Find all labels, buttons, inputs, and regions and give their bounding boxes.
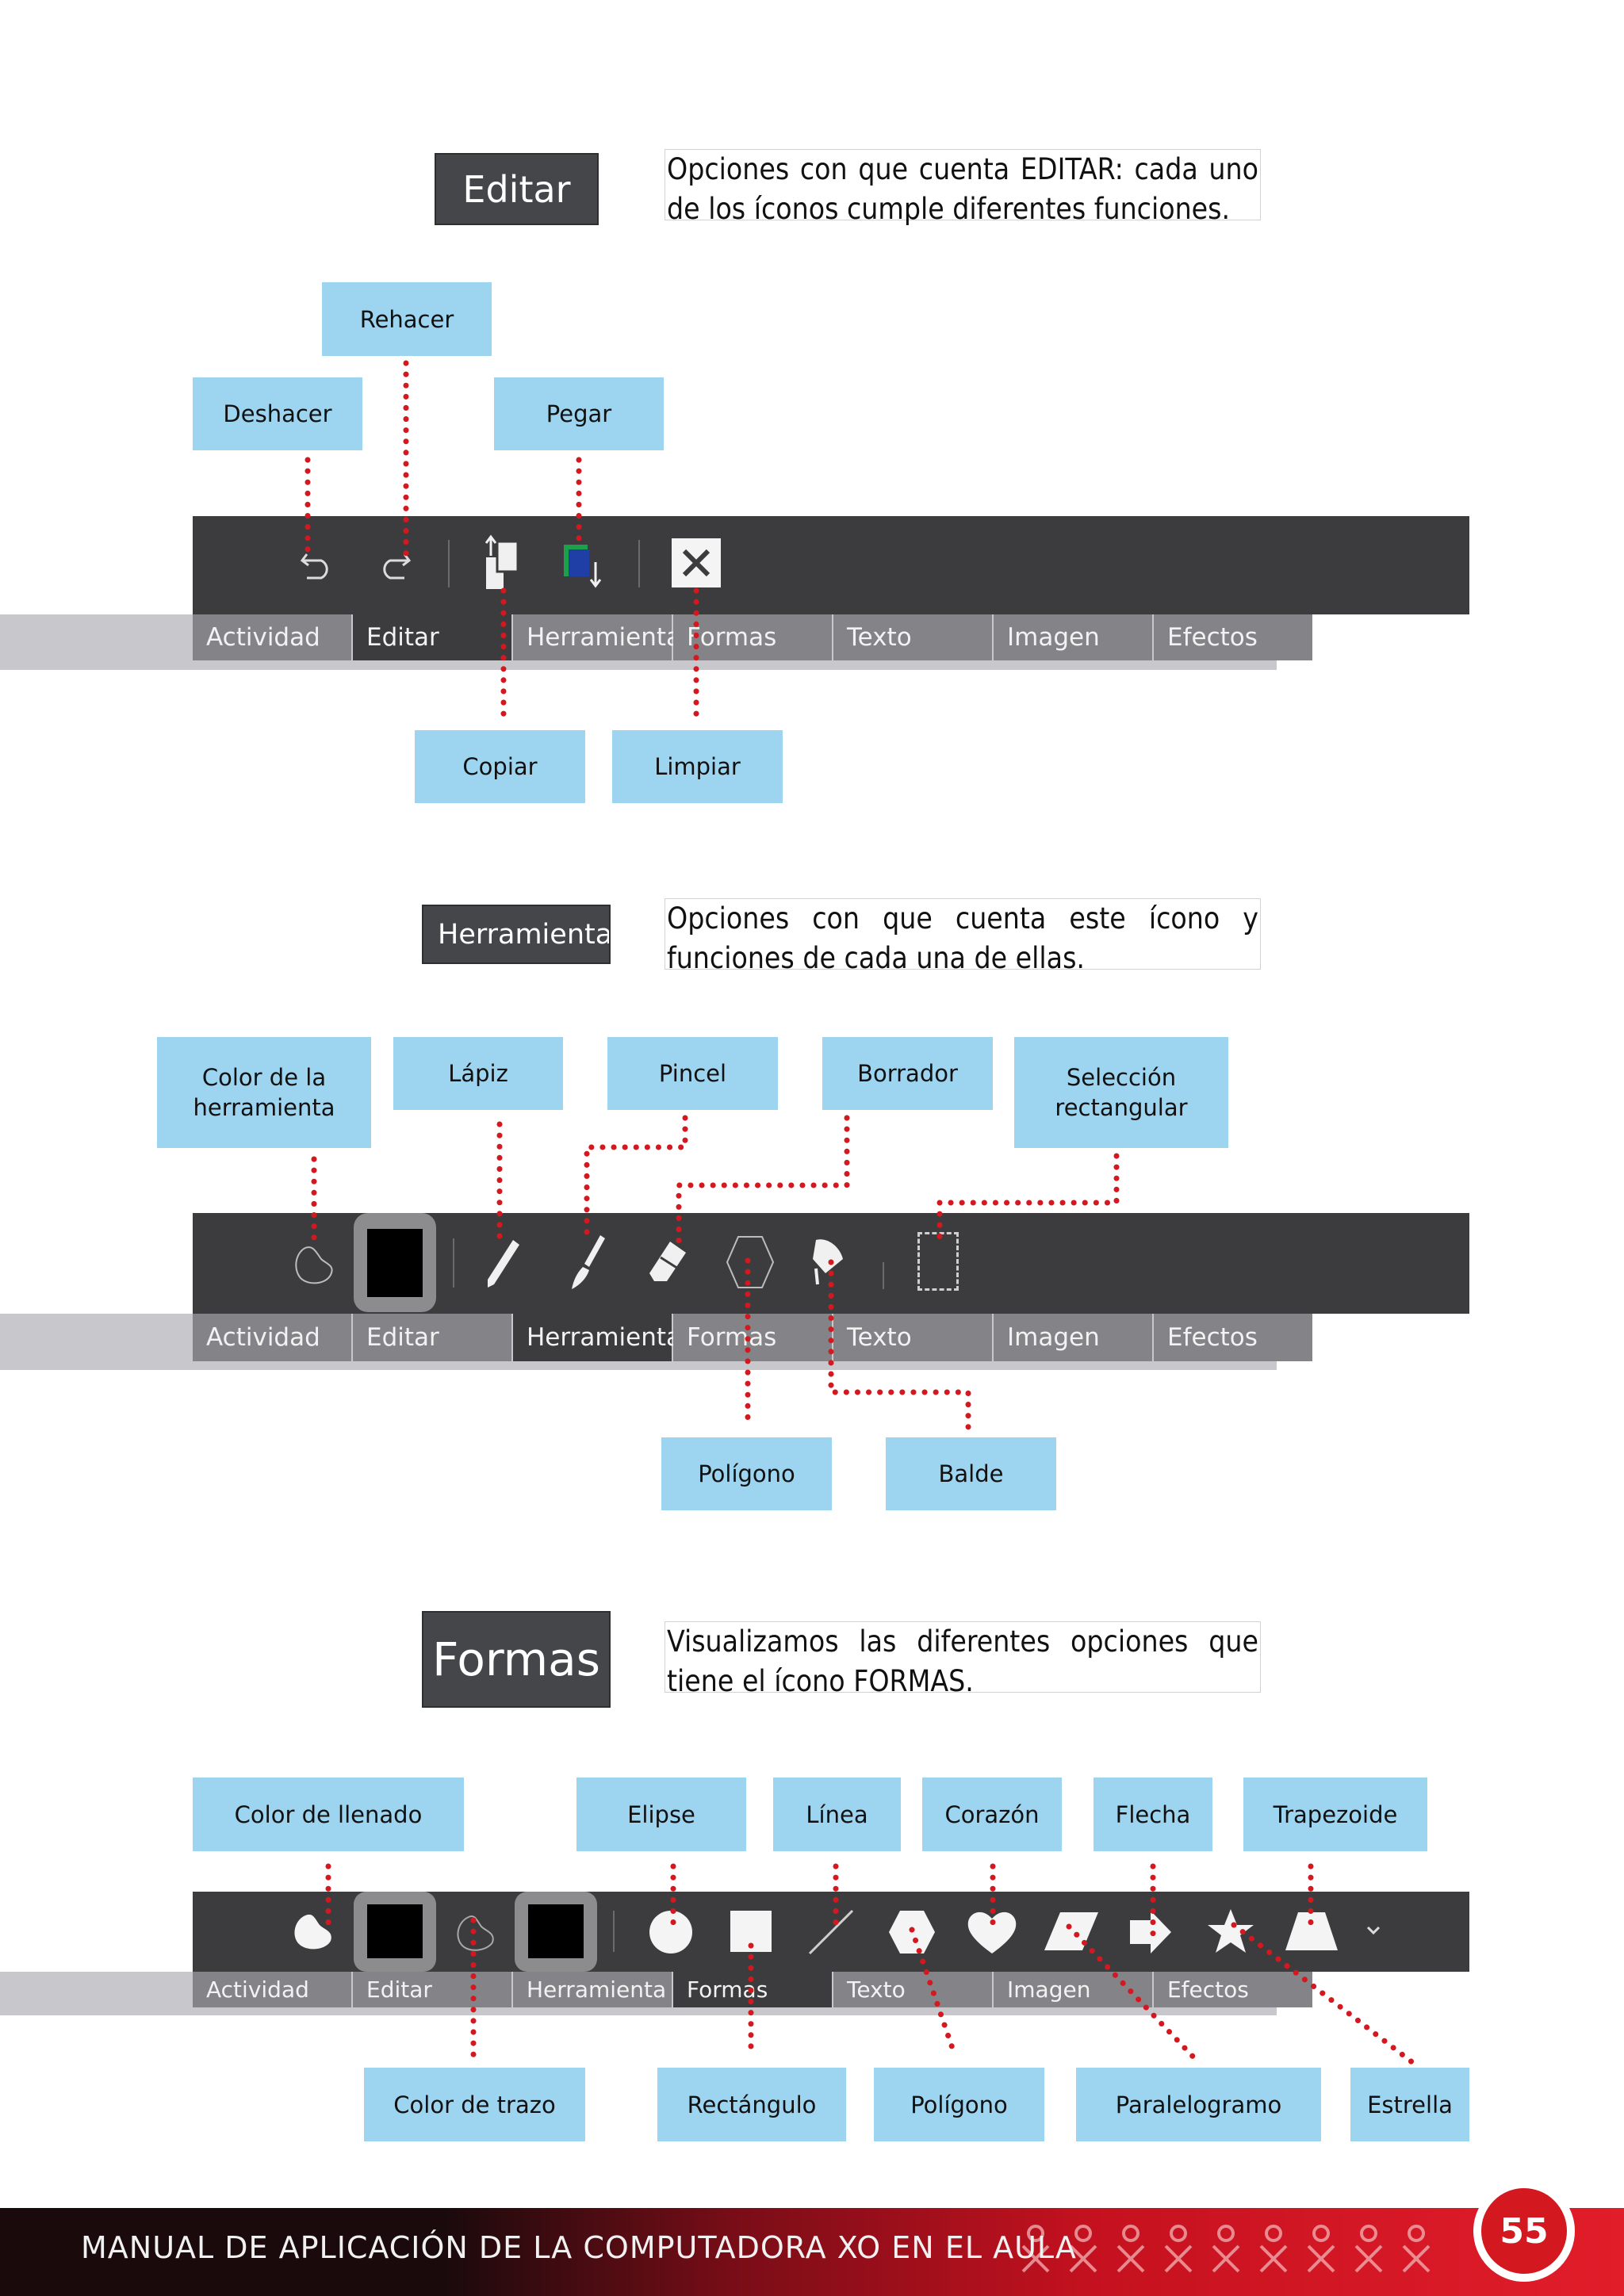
herramientas-section-label: Herramienta — [438, 918, 611, 951]
herramientas-section-button: Herramienta — [422, 905, 611, 964]
tab-efectos[interactable]: Efectos — [1154, 614, 1312, 660]
tab-imagen[interactable]: Imagen — [994, 614, 1152, 660]
pencil-icon[interactable] — [483, 1235, 524, 1292]
eraser-icon[interactable] — [646, 1237, 691, 1288]
tool-color-swatch-fill — [367, 1229, 423, 1297]
stroke-color-swatch-fill — [528, 1904, 584, 1958]
callout-poligono: Polígono — [661, 1437, 832, 1510]
callout-linea: Línea — [773, 1777, 901, 1851]
tab-herramienta[interactable]: Herramienta — [513, 1314, 681, 1361]
arrow-icon[interactable] — [1128, 1909, 1173, 1955]
tab-imagen[interactable]: Imagen — [994, 1314, 1152, 1361]
undo-icon[interactable] — [296, 541, 339, 584]
callout-limpiar: Limpiar — [612, 730, 783, 803]
callout-pegar: Pegar — [494, 377, 664, 450]
rect-select-icon[interactable] — [917, 1232, 959, 1291]
formas-description: Visualizamos las diferentes opciones que… — [665, 1621, 1261, 1698]
callout-color-llenado: Color de llenado — [193, 1777, 464, 1851]
bucket-icon[interactable] — [808, 1235, 848, 1289]
herramientas-tabs: Actividad Editar Herramienta Formas Text… — [193, 1314, 1314, 1361]
callout-seleccion-rectangular: Selección rectangular — [1014, 1037, 1228, 1148]
callout-flecha: Flecha — [1094, 1777, 1212, 1851]
callout-color-trazo: Color de trazo — [364, 2068, 585, 2141]
callout-copiar: Copiar — [415, 730, 585, 803]
tab-texto[interactable]: Texto — [833, 1314, 992, 1361]
callout-elipse: Elipse — [576, 1777, 746, 1851]
callout-estrella: Estrella — [1350, 2068, 1469, 2141]
ellipse-icon[interactable] — [648, 1909, 694, 1955]
tab-herramienta[interactable]: Herramienta — [513, 1972, 672, 2007]
paste-icon[interactable] — [559, 534, 610, 594]
toolbar-separator — [448, 540, 450, 587]
editar-description: Opciones con que cuenta EDITAR: cada uno… — [665, 149, 1261, 226]
rectangle-icon[interactable] — [730, 1911, 772, 1952]
tool-color-icon[interactable] — [289, 1242, 339, 1289]
copy-icon[interactable] — [481, 534, 530, 594]
tab-imagen[interactable]: Imagen — [994, 1972, 1152, 2007]
stroke-color-icon[interactable] — [453, 1912, 497, 1954]
callout-paralelogramo: Paralelogramo — [1076, 2068, 1321, 2141]
toolbar-separator — [613, 1911, 615, 1952]
toolbar-separator — [638, 540, 640, 587]
chevron-down-icon[interactable] — [1365, 1925, 1381, 1936]
trapezoid-icon[interactable] — [1284, 1911, 1339, 1952]
editar-tabs: Actividad Editar Herramienta Formas Text… — [193, 614, 1314, 660]
tab-actividad[interactable]: Actividad — [193, 1314, 351, 1361]
callout-pincel: Pincel — [607, 1037, 778, 1110]
page-number-label: 55 — [1500, 2210, 1549, 2252]
tab-editar[interactable]: Editar — [353, 1972, 511, 2007]
callout-rectangulo: Rectángulo — [657, 2068, 846, 2141]
formas-section-button: Formas — [422, 1611, 611, 1708]
brush-icon[interactable] — [567, 1232, 608, 1292]
tab-efectos[interactable]: Efectos — [1154, 1314, 1312, 1361]
footer-bar: MANUAL DE APLICACIÓN DE LA COMPUTADORA X… — [0, 2208, 1624, 2296]
tab-actividad[interactable]: Actividad — [193, 614, 351, 660]
callout-borrador: Borrador — [822, 1037, 993, 1110]
star-icon[interactable] — [1206, 1908, 1255, 1955]
tab-texto[interactable]: Texto — [833, 614, 992, 660]
callout-corazon: Corazón — [922, 1777, 1062, 1851]
redo-icon[interactable] — [373, 541, 416, 584]
formas-tabs: Actividad Editar Herramienta Formas Text… — [193, 1972, 1314, 2007]
clear-icon[interactable] — [672, 538, 721, 587]
tab-formas[interactable]: Formas — [673, 1314, 832, 1361]
line-icon[interactable] — [806, 1908, 856, 1957]
tab-formas[interactable]: Formas — [673, 614, 832, 660]
fill-color-swatch-fill — [367, 1904, 423, 1958]
formas-toolbar — [193, 1892, 1469, 1972]
toolbar-separator — [883, 1262, 884, 1289]
tab-formas[interactable]: Formas — [673, 1972, 832, 2007]
formas-section-label: Formas — [432, 1632, 600, 1686]
footer-xo-pattern — [1021, 2225, 1431, 2273]
footer-red-band — [444, 2208, 1624, 2296]
editar-section-label: Editar — [462, 167, 571, 211]
editar-toolbar — [193, 516, 1469, 614]
tab-texto[interactable]: Texto — [833, 1972, 992, 2007]
heart-icon[interactable] — [967, 1909, 1017, 1955]
callout-trapezoide: Trapezoide — [1243, 1777, 1427, 1851]
callout-rehacer: Rehacer — [322, 282, 492, 356]
editar-section-button: Editar — [435, 153, 599, 225]
polygon-icon[interactable] — [724, 1234, 776, 1291]
tab-efectos[interactable]: Efectos — [1154, 1972, 1312, 2007]
herramientas-toolbar — [193, 1213, 1469, 1314]
callout-lapiz: Lápiz — [393, 1037, 563, 1110]
tab-editar[interactable]: Editar — [353, 614, 511, 660]
shape-polygon-icon[interactable] — [887, 1909, 936, 1955]
footer-title: MANUAL DE APLICACIÓN DE LA COMPUTADORA X… — [81, 2230, 1077, 2265]
tab-herramienta[interactable]: Herramienta — [513, 614, 681, 660]
toolbar-separator — [453, 1238, 454, 1288]
fill-color-icon[interactable] — [289, 1911, 335, 1954]
callout-poligono-formas: Polígono — [874, 2068, 1044, 2141]
page-number: 55 — [1473, 2180, 1575, 2282]
callout-deshacer: Deshacer — [193, 377, 362, 450]
parallelogram-icon[interactable] — [1043, 1911, 1100, 1952]
callout-color-herramienta: Color de la herramienta — [157, 1037, 371, 1148]
callout-balde: Balde — [886, 1437, 1056, 1510]
tab-actividad[interactable]: Actividad — [193, 1972, 351, 2007]
tab-editar[interactable]: Editar — [353, 1314, 511, 1361]
herramientas-description: Opciones con que cuenta este ícono y fun… — [665, 898, 1261, 975]
